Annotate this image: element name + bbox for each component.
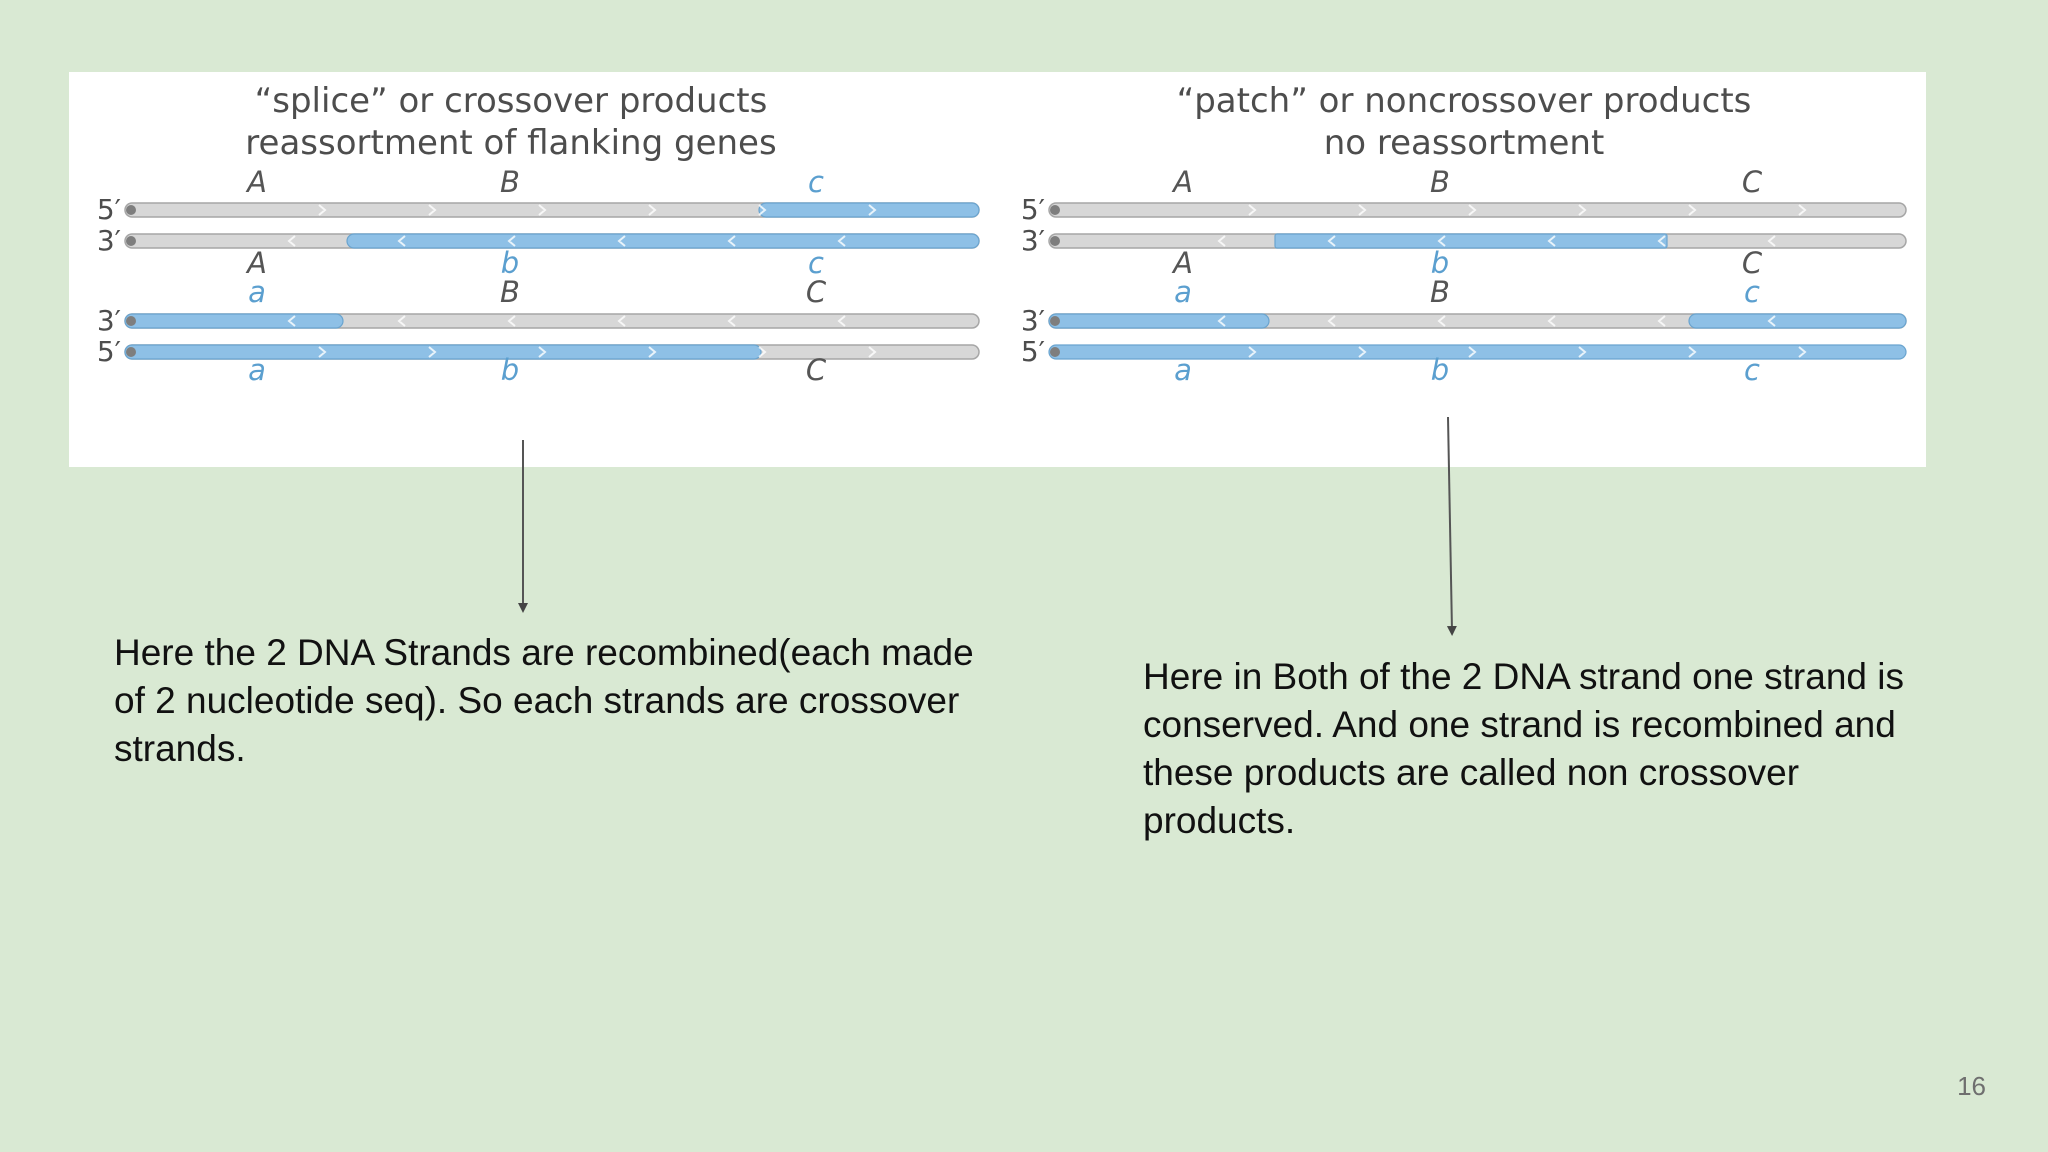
right-pointer-arrow	[1446, 416, 1457, 636]
left-gene-label: a	[248, 275, 266, 309]
right-gene-label: c	[1744, 353, 1760, 387]
right-end-label-3: 3′	[1021, 304, 1045, 337]
right-gene-label: C	[1742, 246, 1763, 280]
recombination-figure: “splice” or crossover products reassortm…	[69, 72, 1926, 467]
right-gene-label: A	[1171, 165, 1193, 199]
right-gene-label: b	[1431, 353, 1449, 387]
right-gene-label: B	[1430, 275, 1450, 309]
right-strand-3	[1048, 313, 1907, 329]
strand-direction-chevrons	[287, 204, 1807, 358]
left-gene-label: a	[248, 353, 266, 387]
right-strand-2	[1048, 233, 1907, 249]
left-end-label-4: 5′	[97, 335, 121, 368]
left-explanation-text: Here the 2 DNA Strands are recombined(ea…	[114, 632, 974, 769]
right-gene-label: a	[1174, 275, 1192, 309]
left-gene-label: A	[245, 246, 267, 280]
right-gene-label: a	[1174, 353, 1192, 387]
right-end-label-2: 3′	[1021, 224, 1045, 257]
left-strand-2	[124, 233, 980, 249]
left-gene-label: b	[501, 353, 519, 387]
right-title-line2: no reassortment	[1324, 123, 1605, 163]
left-gene-label: C	[806, 353, 827, 387]
left-gene-label: c	[808, 165, 824, 199]
page-number: 16	[1957, 1071, 1986, 1101]
right-gene-label: c	[1744, 275, 1760, 309]
left-strand-4	[124, 344, 980, 360]
left-gene-label: b	[501, 246, 519, 280]
left-strand-3	[124, 313, 980, 329]
right-explanation-text: Here in Both of the 2 DNA strand one str…	[1143, 656, 1904, 841]
left-gene-label: B	[500, 275, 520, 309]
left-end-label-1: 5′	[97, 193, 121, 226]
left-strand-1	[124, 202, 980, 218]
right-gene-label: B	[1430, 165, 1450, 199]
recombination-diagram: “splice” or crossover products reassortm…	[97, 81, 1907, 387]
right-end-label-1: 5′	[1021, 193, 1045, 226]
right-gene-label: A	[1171, 246, 1193, 280]
left-title-line1: “splice” or crossover products	[255, 81, 768, 121]
left-end-label-3: 3′	[97, 304, 121, 337]
left-gene-label: c	[808, 246, 824, 280]
left-title-line2: reassortment of flanking genes	[245, 123, 776, 163]
left-gene-label: A	[245, 165, 267, 199]
left-gene-label: B	[500, 165, 520, 199]
left-end-label-2: 3′	[97, 224, 121, 257]
right-gene-label: C	[1742, 165, 1763, 199]
right-title-line1: “patch” or noncrossover products	[1177, 81, 1752, 121]
left-gene-label: C	[806, 275, 827, 309]
right-end-label-4: 5′	[1021, 335, 1045, 368]
right-gene-label: b	[1431, 246, 1449, 280]
